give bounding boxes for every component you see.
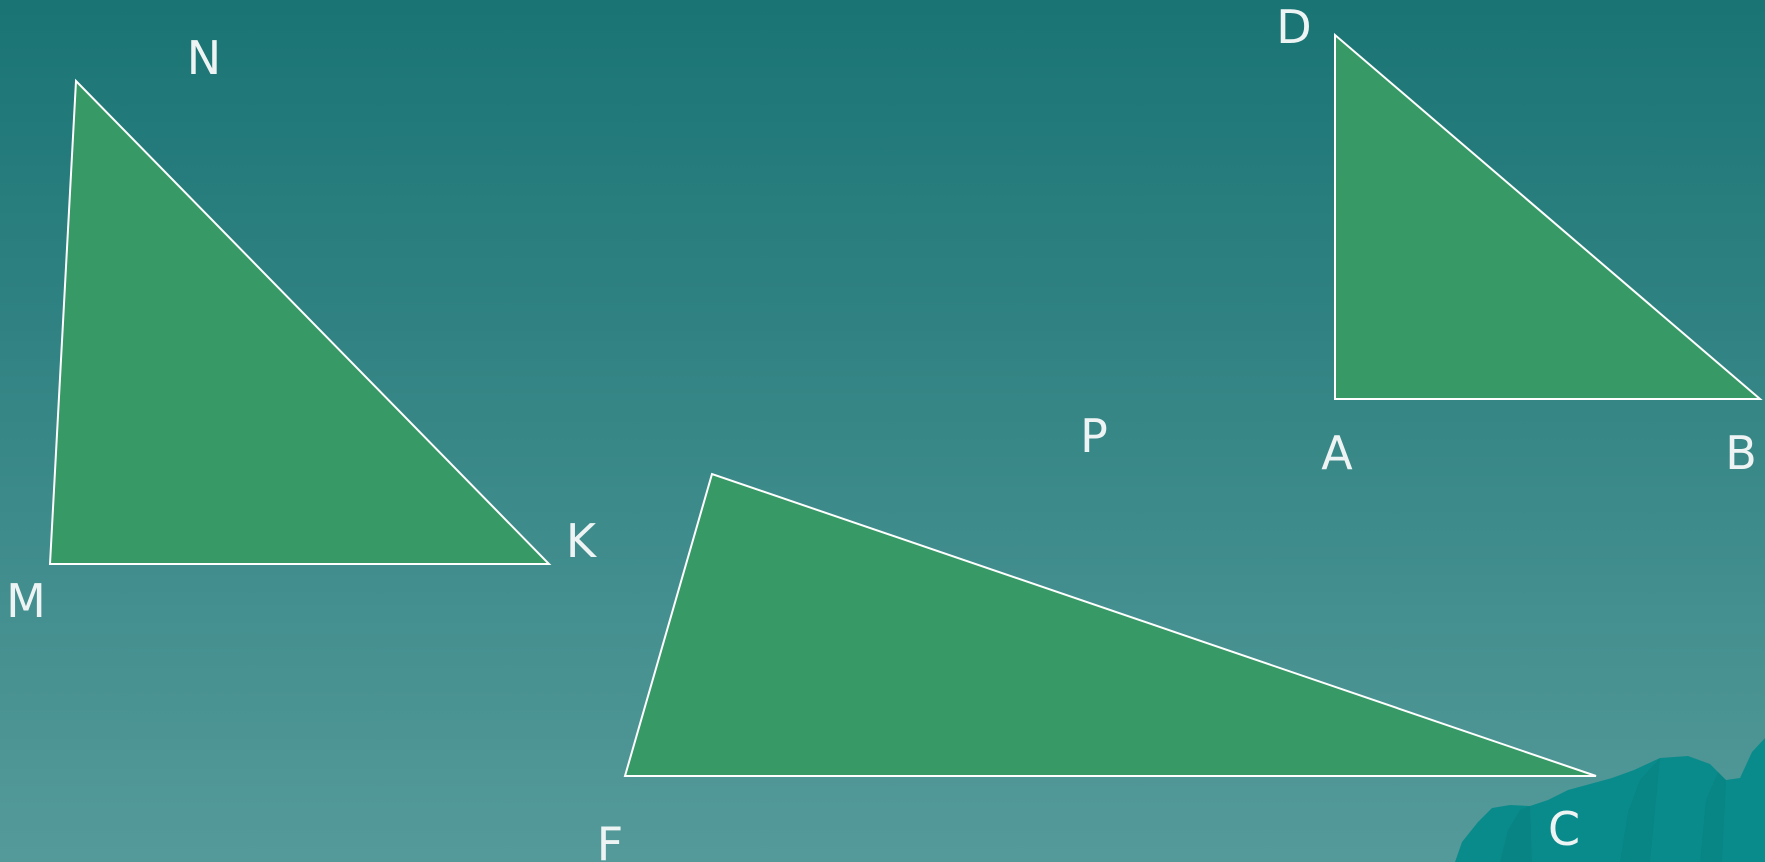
corner-decoration — [1455, 738, 1765, 862]
label-p: P — [1080, 409, 1108, 463]
label-n: N — [187, 31, 221, 85]
triangle-pfc — [623, 472, 1597, 777]
label-k: K — [566, 514, 598, 568]
triangle-mnk — [48, 78, 552, 565]
label-c: C — [1548, 802, 1580, 856]
triangle-dab — [1334, 32, 1763, 400]
label-f: F — [597, 817, 623, 862]
label-a: A — [1321, 426, 1353, 480]
label-b: B — [1725, 426, 1757, 480]
label-d: D — [1276, 0, 1311, 54]
label-m: M — [6, 574, 46, 628]
